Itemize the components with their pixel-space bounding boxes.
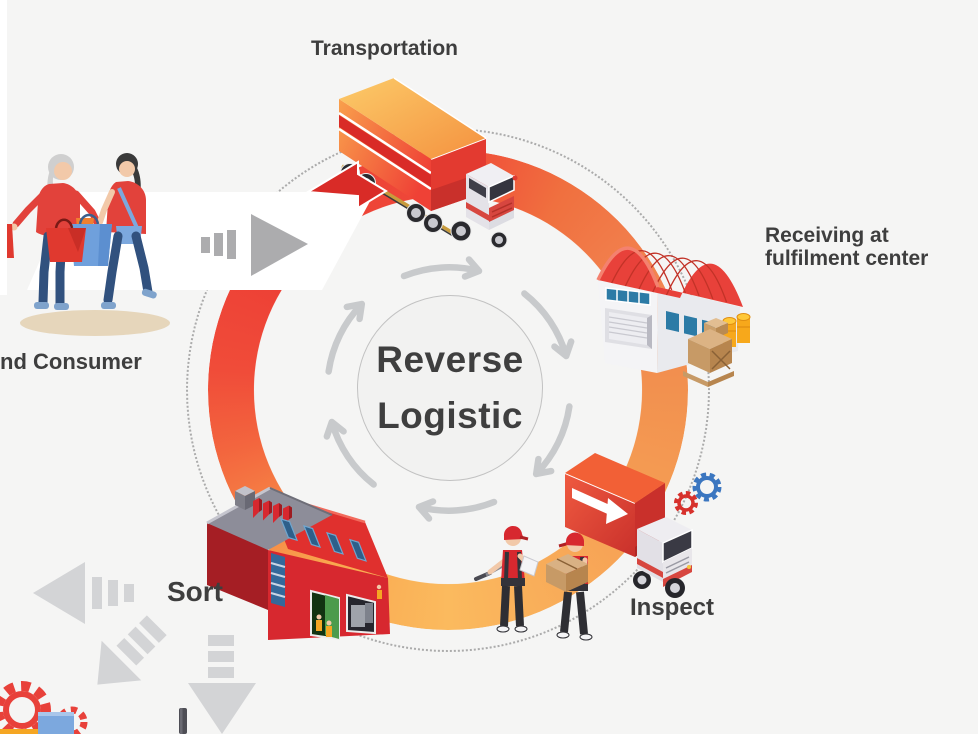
entry-arrow-icon [201, 214, 308, 276]
arrow-down-icon [188, 635, 256, 734]
warehouse-illustration [596, 246, 751, 387]
inspect-illustration [474, 453, 722, 641]
label-transportation: Transportation [311, 37, 459, 60]
worker-clipboard [474, 525, 539, 633]
center-title-line1: Reverse [376, 339, 524, 380]
sort-output-arrows-icon [33, 562, 256, 734]
label-receiving: Receiving at fulfilment center [765, 224, 928, 270]
consumers-illustration [0, 153, 170, 336]
label-sort: Sort [167, 576, 223, 607]
semi-truck-illustration [304, 77, 518, 249]
page-edge-strip [0, 0, 7, 295]
center-title-circle: Reverse Logistic [357, 295, 543, 481]
factory-illustration [206, 486, 390, 641]
corner-gear-icon [0, 681, 88, 734]
worker-carrying-box [546, 532, 593, 641]
pole-icon [179, 708, 187, 734]
arrow-down-left-icon [97, 615, 167, 685]
gears-icon [674, 472, 722, 515]
center-title-line2: Logistic [377, 395, 523, 436]
label-receiving-line2: fulfilment center [765, 247, 929, 270]
label-inspect: Inspect [630, 594, 715, 621]
arrow-left-icon [33, 562, 134, 624]
chimney-icon [235, 486, 255, 510]
factory-workers-icon [316, 584, 382, 637]
label-end-consumer: nd Consumer [0, 349, 142, 374]
skylights-icon [279, 518, 368, 562]
label-receiving-line1: Receiving at [765, 224, 889, 247]
